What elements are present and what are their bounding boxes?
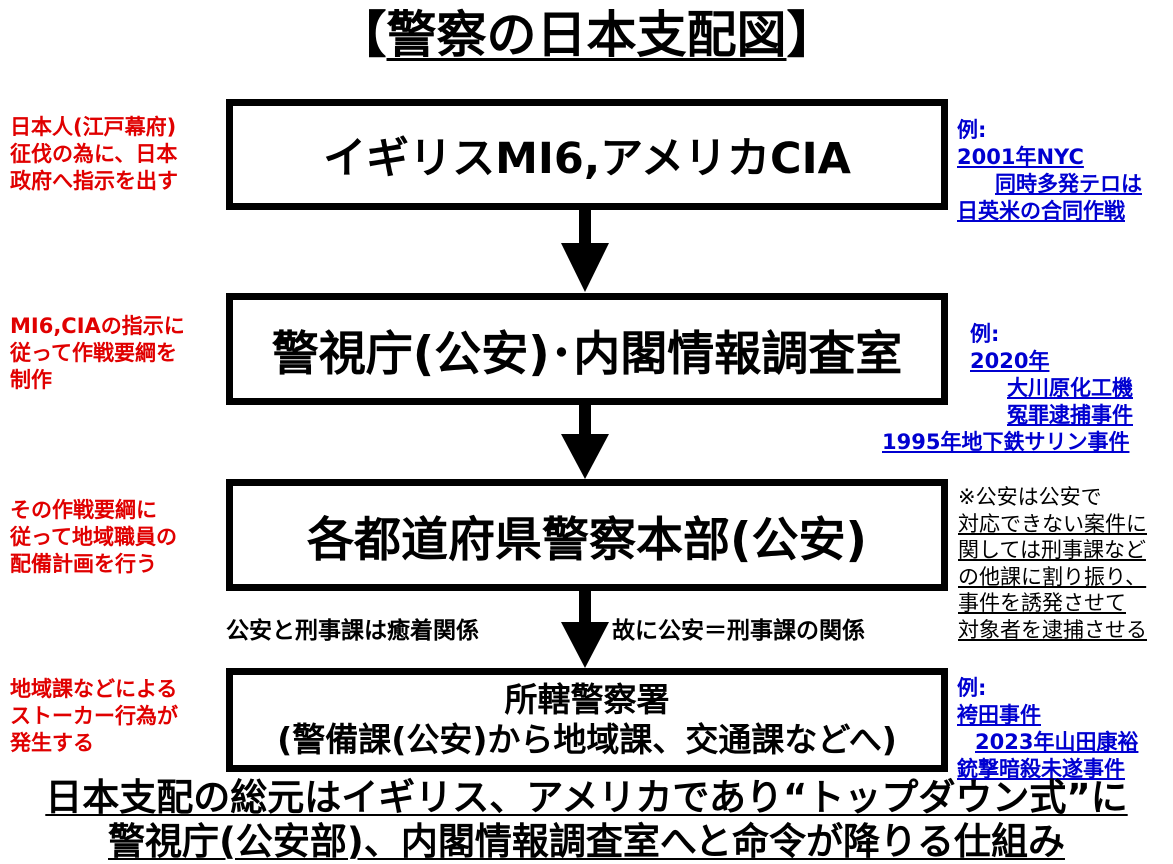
- left-note-4-line: 地域課などによる: [10, 677, 178, 701]
- example-link[interactable]: 2023年山田康裕: [975, 730, 1139, 754]
- conclusion-text: 日本支配の総元はイギリス、アメリカであり“トップダウン式”に: [45, 776, 1128, 819]
- left-note-2-line: MI6,CIAの指示に: [10, 314, 185, 338]
- arrow-head-2: [561, 434, 609, 479]
- side-note-line: 関しては刑事課など: [958, 538, 1146, 562]
- left-note-3-line: 配備計画を行う: [10, 552, 157, 576]
- side-note-line: の他課に割り振り、: [958, 564, 1147, 589]
- box-prefectural-police: 各都道府県警察本部(公安): [226, 479, 948, 591]
- box-local-police-station: 所轄警察署 (警備課(公安)から地域課、交通課などへ): [226, 668, 948, 772]
- left-note-4-line: ストーカー行為が: [10, 704, 178, 728]
- conclusion-line-2: 警視庁(公安部)、内閣情報調査室へと命令が降りる仕組み: [0, 820, 1173, 864]
- box-mi6-cia-label: イギリスMI6,アメリカCIA: [323, 133, 851, 184]
- relation-right-label: 故に公安＝刑事課の関係: [612, 618, 865, 644]
- example-link[interactable]: 同時多発テロは: [995, 172, 1142, 196]
- side-note-line: 対象者を逮捕させる: [958, 617, 1147, 642]
- example-link[interactable]: 日英米の合同作戦: [957, 199, 1125, 223]
- box-mpd-label: 警視庁(公安)･内閣情報調査室: [271, 326, 903, 382]
- page-title: 【警察の日本支配図】: [0, 4, 1173, 66]
- arrow-shaft-1: [579, 210, 591, 246]
- example-link[interactable]: 袴田事件: [957, 703, 1041, 727]
- arrow-head-1: [561, 243, 609, 292]
- example-link[interactable]: 冤罪逮捕事件: [1007, 403, 1133, 427]
- title-text: 警察の日本支配図: [386, 6, 787, 64]
- box-local-label-line1: 所轄警察署: [504, 680, 670, 719]
- title-open-bracket: 【: [336, 6, 387, 64]
- conclusion-text: 警視庁(公安部)、内閣情報調査室へと命令が降りる仕組み: [108, 820, 1065, 863]
- left-note-3-line: その作戦要綱に: [10, 498, 157, 522]
- left-note-4-line: 発生する: [10, 731, 94, 755]
- example-link[interactable]: 大川原化工機: [1007, 376, 1133, 400]
- left-note-4: 地域課などによる ストーカー行為が 発生する: [10, 676, 225, 757]
- example-link[interactable]: 銃撃暗殺未遂事件: [957, 757, 1125, 781]
- example-link[interactable]: 2020年: [970, 349, 1050, 373]
- conclusion-line-1: 日本支配の総元はイギリス、アメリカであり“トップダウン式”に: [0, 776, 1173, 820]
- box-mi6-cia: イギリスMI6,アメリカCIA: [226, 99, 948, 210]
- left-note-1: 日本人(江戸幕府) 征伐の為に、日本 政府へ指示を出す: [10, 114, 225, 195]
- side-note-line: 対応できない案件に: [958, 511, 1147, 536]
- title-close-bracket: 】: [786, 6, 837, 64]
- example-2: 例: 2020年 大川原化工機 冤罪逮捕事件 1995年地下鉄サリン事件: [882, 321, 1133, 456]
- left-note-3-line: 従って地域職員の: [10, 525, 177, 549]
- example-1: 例: 2001年NYC 同時多発テロは 日英米の合同作戦: [957, 117, 1142, 225]
- example-3: 例: 袴田事件 2023年山田康裕 銃撃暗殺未遂事件: [957, 675, 1138, 783]
- example-3-prefix: 例:: [957, 676, 987, 700]
- side-note-line: 事件を誘発させて: [958, 591, 1126, 615]
- left-note-3: その作戦要綱に 従って地域職員の 配備計画を行う: [10, 497, 225, 578]
- example-2-prefix: 例:: [970, 322, 1000, 346]
- side-note-line: ※公安は公安で: [958, 485, 1102, 509]
- left-note-2-line: 従って作戦要綱を: [10, 341, 177, 365]
- example-1-prefix: 例:: [957, 118, 987, 142]
- left-note-1-line: 政府へ指示を出す: [10, 169, 178, 193]
- box-local-label-line2: (警備課(公安)から地域課、交通課などへ): [277, 720, 897, 759]
- arrow-shaft-3: [579, 591, 591, 625]
- left-note-2: MI6,CIAの指示に 従って作戦要綱を 制作: [10, 313, 225, 394]
- box-mpd-cabinet-intelligence: 警視庁(公安)･内閣情報調査室: [226, 293, 948, 405]
- example-link[interactable]: 1995年地下鉄サリン事件: [882, 430, 1130, 454]
- arrow-head-3: [561, 622, 609, 668]
- left-note-1-line: 日本人(江戸幕府): [10, 115, 177, 139]
- side-note: ※公安は公安で 対応できない案件に 関しては刑事課など の他課に割り振り、 事件…: [958, 484, 1147, 643]
- left-note-1-line: 征伐の為に、日本: [10, 142, 178, 166]
- box-prefectural-label: 各都道府県警察本部(公安): [307, 512, 867, 568]
- relation-left-label: 公安と刑事課は癒着関係: [226, 618, 479, 644]
- arrow-shaft-2: [579, 405, 591, 437]
- left-note-2-line: 制作: [10, 368, 52, 392]
- example-link[interactable]: 2001年NYC: [957, 145, 1084, 169]
